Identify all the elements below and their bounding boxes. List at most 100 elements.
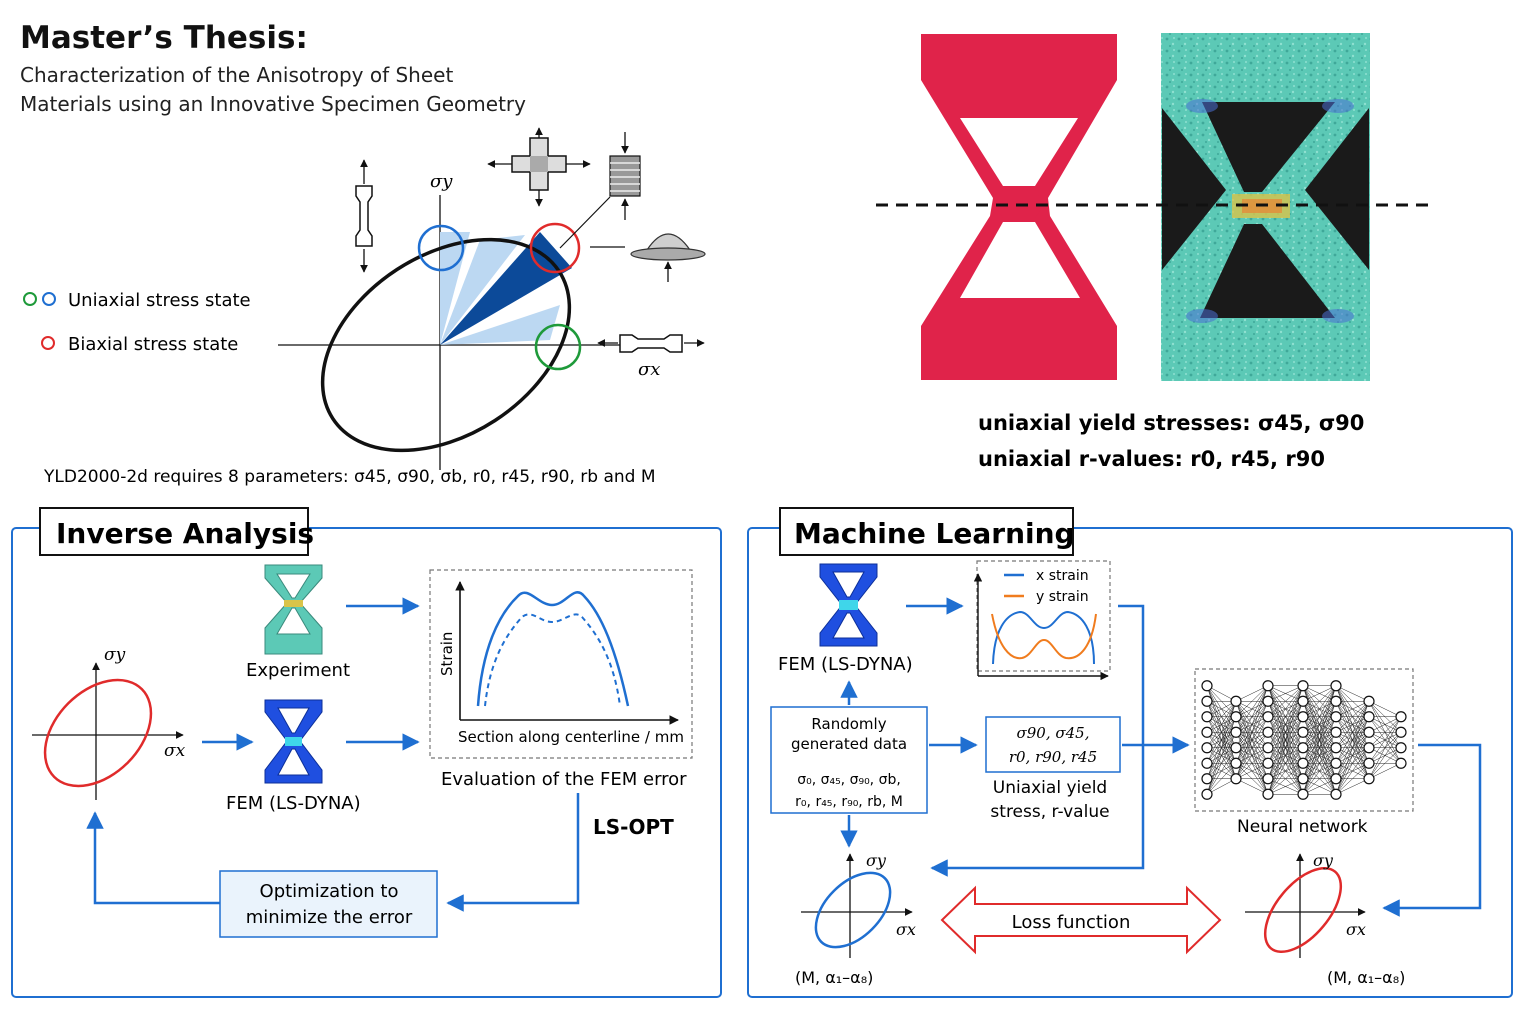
ia-arrow-chart-to-optimization xyxy=(446,793,580,912)
nn-node xyxy=(1363,773,1375,785)
nn-edge xyxy=(1302,778,1337,795)
shaded-region-dark xyxy=(440,232,572,345)
ia-lsopt-label: LS-OPT xyxy=(593,815,674,839)
nn-edge xyxy=(1206,701,1237,748)
dic-strain-field-image xyxy=(1161,33,1370,381)
legend-uniaxial-label: Uniaxial stress state xyxy=(68,290,251,311)
nn-edge xyxy=(1368,732,1402,779)
ia-yield-locus: σy σx xyxy=(32,645,186,800)
nn-edge xyxy=(1235,701,1269,779)
nn-node xyxy=(1201,695,1213,707)
nn-node xyxy=(1330,711,1342,723)
inverse-analysis-panel xyxy=(11,527,722,998)
nn-edge xyxy=(1235,685,1269,748)
tensile-specimen-horizontal-icon xyxy=(597,334,705,353)
nn-edge xyxy=(1235,732,1269,779)
ml-left-axis-y-label: σy xyxy=(866,851,887,870)
ia-axis-y-label: σy xyxy=(104,645,126,665)
plot-axis-y-label: σy xyxy=(430,171,453,192)
shaded-region-light-3 xyxy=(440,235,525,345)
cross-specimen-icon xyxy=(487,127,591,207)
nn-edge xyxy=(1302,732,1337,795)
nn-node xyxy=(1330,757,1342,769)
nn-edge xyxy=(1267,763,1304,795)
nn-node xyxy=(1297,788,1309,800)
tensile-specimen-vertical-icon xyxy=(355,159,373,273)
nn-edge xyxy=(1235,685,1269,764)
ml-random-params1: σ₀, σ₄₅, σ₉₀, σb, xyxy=(797,772,901,788)
nn-edge xyxy=(1267,747,1304,795)
nn-edge xyxy=(1206,701,1237,764)
nn-node xyxy=(1330,680,1342,692)
nn-node xyxy=(1330,695,1342,707)
ml-output-left: (M, α₁–α₈) xyxy=(795,968,873,987)
ml-neural-network-label: Neural network xyxy=(1237,817,1368,837)
nn-edge xyxy=(1368,716,1402,764)
ml-right-axis-y-label: σy xyxy=(1313,851,1334,870)
ml-uniaxial-params1: σ90, σ45, xyxy=(1017,724,1090,742)
nn-edge xyxy=(1267,778,1304,795)
nn-node xyxy=(1262,726,1274,738)
nn-edge xyxy=(1302,747,1337,795)
nn-node xyxy=(1297,742,1309,754)
ml-random-params2: r₀, r₄₅, r₉₀, rb, M xyxy=(795,794,903,810)
biaxial-circle-red xyxy=(529,222,581,274)
nn-node xyxy=(1201,726,1213,738)
page-title: Master’s Thesis: xyxy=(20,20,308,56)
nn-edge xyxy=(1335,685,1370,702)
nn-edge xyxy=(1267,685,1304,717)
nn-edge xyxy=(1267,685,1304,748)
legend-red-circle-icon xyxy=(41,336,55,350)
uniaxial-circle-green xyxy=(534,323,582,371)
nn-edge xyxy=(1368,763,1402,779)
nn-edge xyxy=(1302,685,1337,717)
ml-arrow-to-left-locus xyxy=(930,745,1145,877)
nn-node xyxy=(1201,680,1213,692)
ml-random-line2: generated data xyxy=(791,735,907,753)
nn-node xyxy=(1297,726,1309,738)
nn-node xyxy=(1201,711,1213,723)
nn-edge xyxy=(1335,701,1370,764)
ml-loss-function-arrow xyxy=(940,885,1222,955)
nn-edge xyxy=(1235,685,1269,733)
nn-node xyxy=(1297,711,1309,723)
nn-node xyxy=(1262,680,1274,692)
inverse-analysis-title-box xyxy=(39,507,309,556)
ml-left-yield-locus: σy σx xyxy=(801,851,916,958)
subtitle-line2: Materials using an Innovative Specimen G… xyxy=(20,92,526,116)
red-specimen-geometry xyxy=(921,34,1117,380)
nn-node xyxy=(1395,726,1407,738)
nn-edge xyxy=(1267,685,1304,733)
machine-learning-title: Machine Learning xyxy=(794,517,1075,550)
nn-node xyxy=(1262,742,1274,754)
nn-node xyxy=(1262,711,1274,723)
nn-edge xyxy=(1235,747,1269,779)
nn-node xyxy=(1262,695,1274,707)
nn-edge xyxy=(1335,763,1370,795)
nn-node xyxy=(1395,742,1407,754)
nn-edge xyxy=(1302,685,1337,748)
ml-y-strain-curve xyxy=(991,613,1097,660)
nn-node xyxy=(1363,742,1375,754)
nn-node xyxy=(1201,773,1213,785)
nn-node xyxy=(1262,773,1274,785)
nn-edge xyxy=(1335,701,1370,779)
ia-strain-curve-solid xyxy=(476,591,630,707)
ml-arrow-strain-to-nn xyxy=(1118,604,1190,754)
nn-edge xyxy=(1335,701,1370,717)
shaded-region-light-2 xyxy=(440,305,560,345)
ml-legend-y-strain: y strain xyxy=(1036,589,1089,605)
nn-node xyxy=(1262,788,1274,800)
nn-node xyxy=(1330,742,1342,754)
nn-node xyxy=(1230,742,1242,754)
nn-node xyxy=(1363,695,1375,707)
ia-fem-specimen-image xyxy=(264,699,323,784)
stacked-disc-compression-icon xyxy=(609,132,641,220)
nn-edge xyxy=(1302,685,1337,795)
ml-legend-x-strain: x strain xyxy=(1036,568,1089,584)
nn-node xyxy=(1297,695,1309,707)
machine-learning-title-box xyxy=(779,507,1074,556)
nn-edge xyxy=(1335,701,1370,748)
ml-uniaxial-label2: stress, r-value xyxy=(990,802,1109,822)
